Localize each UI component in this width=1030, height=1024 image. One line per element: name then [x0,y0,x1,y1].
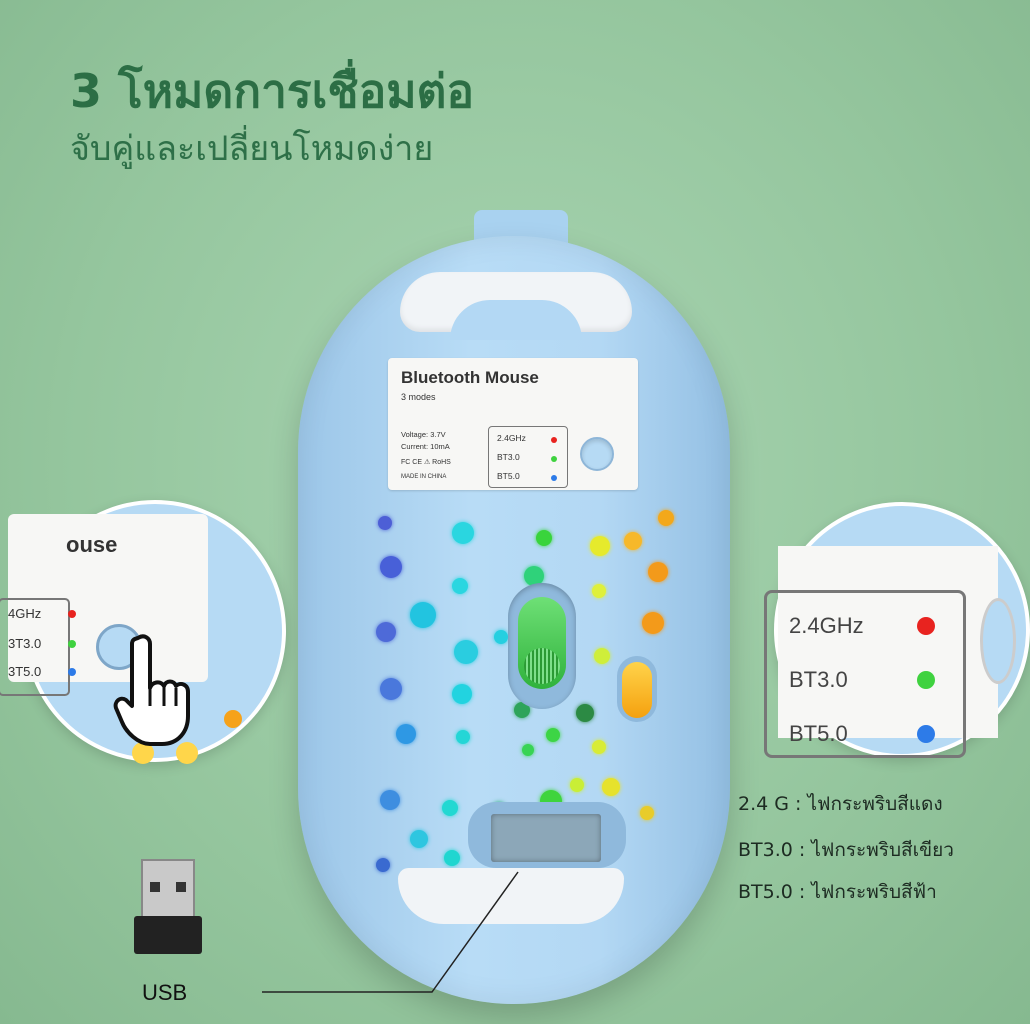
led-dot [132,742,154,764]
hand-pointer-icon [113,634,190,746]
mode-led-blue-icon [68,668,76,676]
legend-mode: 2.4 G [738,793,789,815]
optical-sensor [622,662,652,718]
mode-led-green-icon [68,640,76,648]
led-dot [176,742,198,764]
legend-sep: : [792,881,812,903]
led-dot [442,800,458,816]
led-dot [524,566,544,586]
zoom-right-button-edge [980,598,1016,684]
led-dot [410,830,428,848]
label-mode-name: BT3.0 [497,452,520,462]
led-dot [410,602,436,628]
mode-led-red-icon [917,617,935,635]
zoom-left-title: ouse [66,532,118,557]
led-dot [378,516,392,530]
led-dot [444,850,460,866]
legend-desc: ไฟกระพริบสีเขียว [811,839,954,861]
zoom-left-mode: 3T3.0 [8,636,42,651]
legend-desc: ไฟกระพริบสีแดง [807,793,943,815]
led-dot [546,728,560,742]
led-dot [570,778,584,792]
mouse-bottom-skate [398,868,624,924]
label-mode-box: 2.4GHz BT3.0 BT5.0 [488,426,568,488]
legend-mode: BT5.0 [738,881,793,903]
led-dot [380,678,402,700]
usb-dongle-icon [134,859,202,954]
zoom-right-mode: 2.4GHz [789,613,864,638]
led-dot [642,612,664,634]
led-dot [624,532,642,550]
led-dot [456,730,470,744]
label-mode-row: BT5.0 [497,471,520,481]
led-dot [648,562,668,582]
label-title: Bluetooth Mouse [401,368,539,387]
led-dot [576,704,594,722]
mode-led-green-icon [551,456,557,462]
legend-desc: ไฟกระพริบสีฟ้า [811,881,937,903]
label-current: Current: 10mA [401,442,450,451]
mode-led-blue-icon [551,475,557,481]
mouse-top-skate-notch [450,300,582,340]
zoom-left-label-card: ouse 4GHz 3T3.0 3T5.0 [0,514,208,696]
zoom-left-mode-box: 4GHz 3T3.0 3T5.0 [0,598,76,696]
led-dot [376,622,396,642]
legend-row-24g: 2.4 G : ไฟกระพริบสีแดง [738,792,943,816]
mode-switch-button[interactable] [580,437,614,471]
led-dot [658,510,674,526]
power-switch-grip [524,648,560,684]
led-dot [594,648,610,664]
legend-row-bt50: BT5.0 : ไฟกระพริบสีฟ้า [738,880,937,904]
label-mode-name: BT5.0 [497,471,520,481]
led-dot [494,630,508,644]
led-dot [396,724,416,744]
led-dot [602,778,620,796]
mode-led-red-icon [68,610,76,618]
zoom-right-mode: BT5.0 [789,721,848,746]
zoom-circle-right: 2.4GHz BT3.0 BT5.0 [764,502,1030,758]
led-dot [590,536,610,556]
headline-line-1: 3 โหมดการเชื่อมต่อ [70,64,475,118]
led-dot [522,744,534,756]
legend-sep: : [788,793,808,815]
zoom-left-mode: 3T5.0 [8,664,42,679]
label-voltage: Voltage: 3.7V [401,430,446,439]
led-dot [380,556,402,578]
led-dot [452,684,472,704]
led-dot [640,806,654,820]
legend-sep: : [792,839,812,861]
label-subtitle: 3 modes [401,392,436,402]
led-dot [224,710,242,728]
usb-label: USB [142,980,188,1005]
led-dot [592,740,606,754]
label-mode-row: BT3.0 [497,452,520,462]
label-mode-row: 2.4GHz [497,433,526,443]
led-dot [536,530,552,546]
zoom-left-mode: 4GHz [8,606,42,621]
mode-led-green-icon [917,671,935,689]
label-certifications: FC CE ⚠ RoHS [401,459,451,466]
led-dot [452,522,474,544]
zoom-right-label-card: 2.4GHz BT3.0 BT5.0 [764,546,998,758]
legend-row-bt30: BT3.0 : ไฟกระพริบสีเขียว [738,838,954,862]
led-dot [454,640,478,664]
led-dot [452,578,468,594]
mode-led-blue-icon [917,725,935,743]
zoom-right-mode: BT3.0 [789,667,848,692]
led-dot [380,790,400,810]
headline: 3 โหมดการเชื่อมต่อ จับคู่และเปลี่ยนโหมดง… [70,62,474,174]
legend-mode: BT3.0 [738,839,793,861]
led-dot [514,702,530,718]
label-origin: MADE IN CHINA [401,474,447,480]
headline-line-2: จับคู่และเปลี่ยนโหมดง่าย [70,129,434,169]
mode-led-red-icon [551,437,557,443]
label-mode-name: 2.4GHz [497,433,526,443]
receiver-compartment-inner [491,814,601,862]
led-dot [592,584,606,598]
zoom-right-mode-box: 2.4GHz BT3.0 BT5.0 [764,590,966,758]
zoom-circle-left: ouse 4GHz 3T3.0 3T5.0 [0,500,286,764]
led-dot [376,858,390,872]
